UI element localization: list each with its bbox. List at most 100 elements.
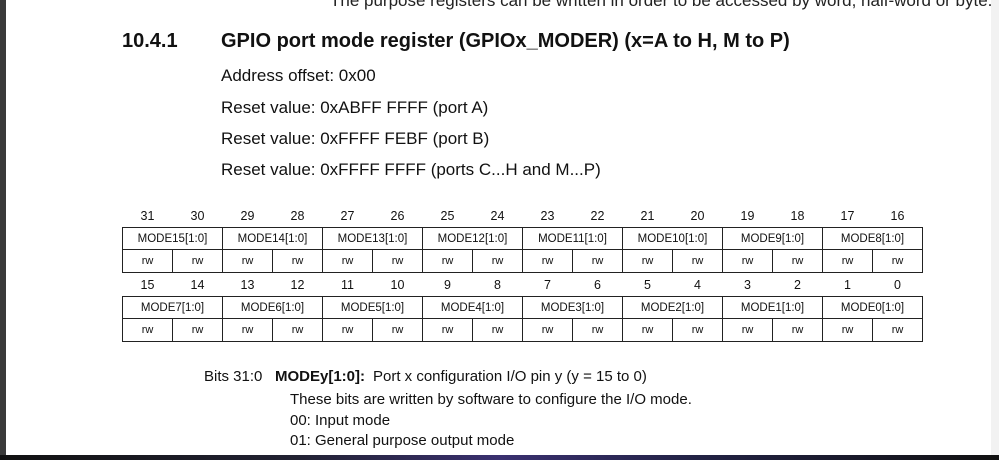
access-cell: rw [572,318,623,342]
bit-number: 6 [594,278,601,292]
bit-number: 9 [444,278,451,292]
field-cell: MODE0[1:0] [822,296,923,319]
clipped-text-line: The purpose registers can be written in … [330,0,993,10]
access-cell: rw [522,318,573,342]
reset-value-port-a: Reset value: 0xABFF FFFF (port A) [221,98,489,117]
field-cell: MODE3[1:0] [522,296,623,319]
access-cell: rw [722,249,773,273]
field-cell: MODE9[1:0] [722,227,823,250]
bit-number: 12 [290,278,305,292]
bit-number: 20 [690,209,705,223]
access-cell: rw [622,249,673,273]
access-cell: rw [172,318,223,342]
bit-number: 2 [794,278,801,292]
field-cell: MODE6[1:0] [222,296,323,319]
bit-number: 10 [390,278,405,292]
field-cell: MODE11[1:0] [522,227,623,250]
bits-field-summary: Port x configuration I/O pin y (y = 15 t… [373,368,647,385]
field-cell: MODE10[1:0] [622,227,723,250]
access-row: rw rw rw rw rw rw rw rw rw rw rw rw rw r… [122,249,923,273]
access-cell: rw [372,249,423,273]
access-cell: rw [422,318,473,342]
page-left-edge [0,0,6,460]
bit-number: 29 [240,209,255,223]
access-cell: rw [422,249,473,273]
bit-number: 5 [644,278,651,292]
bit-number: 25 [440,209,455,223]
field-row: MODE7[1:0] MODE6[1:0] MODE5[1:0] MODE4[1… [122,296,923,319]
access-cell: rw [672,318,723,342]
reset-value-ports-c-h-m-p: Reset value: 0xFFFF FFFF (ports C...H an… [221,160,601,179]
field-cell: MODE1[1:0] [722,296,823,319]
field-row: MODE15[1:0] MODE14[1:0] MODE13[1:0] MODE… [122,227,923,250]
bit-number: 0 [894,278,901,292]
bit-number: 17 [840,209,855,223]
field-cell: MODE2[1:0] [622,296,723,319]
access-cell: rw [772,249,823,273]
description-line: 00: Input mode [290,412,391,429]
bit-number: 7 [544,278,551,292]
access-cell: rw [472,249,523,273]
field-cell: MODE14[1:0] [222,227,323,250]
field-cell: MODE5[1:0] [322,296,423,319]
field-cell: MODE8[1:0] [822,227,923,250]
bit-number: 28 [290,209,305,223]
access-cell: rw [322,249,373,273]
bit-number: 31 [140,209,155,223]
bit-number: 24 [490,209,505,223]
bit-number: 21 [640,209,655,223]
access-cell: rw [872,249,923,273]
access-cell: rw [272,318,323,342]
bit-number: 3 [744,278,751,292]
reset-value-port-b: Reset value: 0xFFFF FEBF (port B) [221,129,490,148]
access-cell: rw [322,318,373,342]
access-cell: rw [472,318,523,342]
access-cell: rw [222,318,273,342]
bit-number: 23 [540,209,555,223]
address-offset: Address offset: 0x00 [221,66,376,85]
bit-number: 19 [740,209,755,223]
bit-number: 14 [190,278,205,292]
access-row: rw rw rw rw rw rw rw rw rw rw rw rw rw r… [122,318,923,342]
scrollbar-track[interactable] [991,0,999,460]
register-table-upper: 31 30 29 28 27 26 25 24 23 22 21 20 19 1… [122,205,923,273]
bit-number-row: 15 14 13 12 11 10 9 8 7 6 5 4 3 2 1 0 [123,274,923,297]
access-cell: rw [122,318,173,342]
bit-number: 30 [190,209,205,223]
bit-number: 8 [494,278,501,292]
access-cell: rw [522,249,573,273]
access-cell: rw [772,318,823,342]
description-line: 01: General purpose output mode [290,432,515,449]
access-cell: rw [122,249,173,273]
bit-number: 13 [240,278,255,292]
field-cell: MODE13[1:0] [322,227,423,250]
field-cell: MODE12[1:0] [422,227,523,250]
bit-number: 26 [390,209,405,223]
bit-number: 27 [340,209,355,223]
access-cell: rw [572,249,623,273]
bit-number-row: 31 30 29 28 27 26 25 24 23 22 21 20 19 1… [123,205,923,228]
bits-field-name: MODEy[1:0]: [275,368,366,385]
bit-number: 18 [790,209,805,223]
access-cell: rw [672,249,723,273]
access-cell: rw [622,318,673,342]
field-cell: MODE4[1:0] [422,296,523,319]
bits-range-label: Bits 31:0 [204,368,263,385]
description-line: These bits are written by software to co… [290,391,692,408]
access-cell: rw [872,318,923,342]
access-cell: rw [722,318,773,342]
access-cell: rw [822,249,873,273]
bit-number: 11 [341,278,354,292]
field-cell: MODE15[1:0] [122,227,223,250]
access-cell: rw [222,249,273,273]
field-cell: MODE7[1:0] [122,296,223,319]
access-cell: rw [172,249,223,273]
access-cell: rw [822,318,873,342]
bit-number: 22 [590,209,605,223]
screen-bottom-edge [0,455,999,460]
bit-number: 1 [844,278,851,292]
bit-number: 15 [140,278,155,292]
section-title: GPIO port mode register (GPIOx_MODER) (x… [221,30,790,52]
register-table-lower: 15 14 13 12 11 10 9 8 7 6 5 4 3 2 1 0 MO… [122,274,923,342]
bit-number: 16 [890,209,905,223]
